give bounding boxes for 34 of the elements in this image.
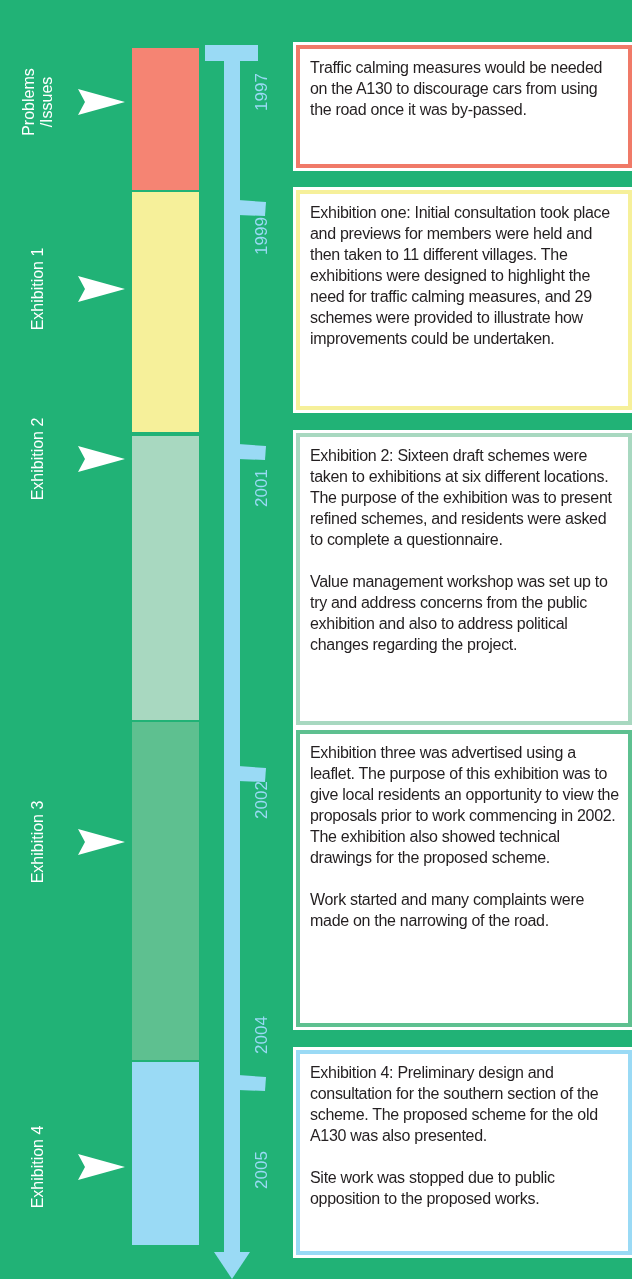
stage-label: Problems /Issues bbox=[20, 67, 56, 138]
year-label: 1997 bbox=[251, 73, 273, 111]
text-box bbox=[296, 433, 632, 725]
description-text: Exhibition 2: Sixteen draft schemes were taken to exhibitions at six different locations. The purpose of the exhibition was to present refined schemes, and residents were asked to complete a questionnaire. bbox=[310, 446, 613, 550]
arrow bbox=[78, 276, 125, 302]
arrow bbox=[78, 89, 125, 115]
text-box bbox=[296, 45, 632, 168]
timeline-bar-segment bbox=[132, 48, 199, 190]
arrow bbox=[78, 446, 125, 472]
year-label: 2005 bbox=[251, 1151, 273, 1189]
year-label: 2004 bbox=[251, 1016, 273, 1054]
year-label: 2001 bbox=[251, 469, 273, 507]
description-text: Exhibition one: Initial consultation took place and previews for members were held and then taken to 11 different villages. The exhibitions were designed to highlight the need for traffic calming measures, and 29 schemes were provided to illustrate how improvements could be undertaken. bbox=[310, 203, 611, 349]
stage-label: Exhibition 4 bbox=[29, 1124, 47, 1211]
description-text: Value management workshop was set up to try and address concerns from the public exhibition and also to address political changes regarding the project. bbox=[310, 572, 609, 655]
year-label: 1999 bbox=[251, 217, 273, 255]
description-text: Traffic calming measures would be needed on the A130 to discourage cars from using the road once it was by-passed. bbox=[310, 58, 604, 120]
timeline-bar-segment bbox=[132, 1062, 199, 1245]
description-text: Exhibition three was advertised using a leaflet. The purpose of this exhibition was to give local residents an opportunity to view the proposals prior to work commencing in 2002. The exhibition also showed technical drawings for the proposed scheme. bbox=[310, 743, 620, 868]
description-text: Work started and many complaints were made on the narrowing of the road. bbox=[310, 890, 586, 931]
description-text: Exhibition 4: Preliminary design and consultation for the southern section of the scheme. The proposed scheme for the old A130 was also presented. bbox=[310, 1063, 600, 1146]
timeline-bar-segment bbox=[132, 436, 199, 720]
arrow bbox=[78, 1154, 125, 1180]
text-box bbox=[296, 1050, 632, 1255]
year-label: 2002 bbox=[251, 781, 273, 819]
stage-label: Exhibition 1 bbox=[29, 246, 47, 333]
timeline-bar-segment bbox=[132, 722, 199, 1060]
stage-label: Exhibition 3 bbox=[29, 799, 47, 886]
description-text: Site work was stopped due to public opposition to the proposed works. bbox=[310, 1168, 556, 1209]
timeline-bar-segment bbox=[132, 192, 199, 432]
stage-label: Exhibition 2 bbox=[29, 416, 47, 503]
text-box bbox=[296, 730, 632, 1027]
arrow bbox=[78, 829, 125, 855]
text-box bbox=[296, 190, 632, 410]
